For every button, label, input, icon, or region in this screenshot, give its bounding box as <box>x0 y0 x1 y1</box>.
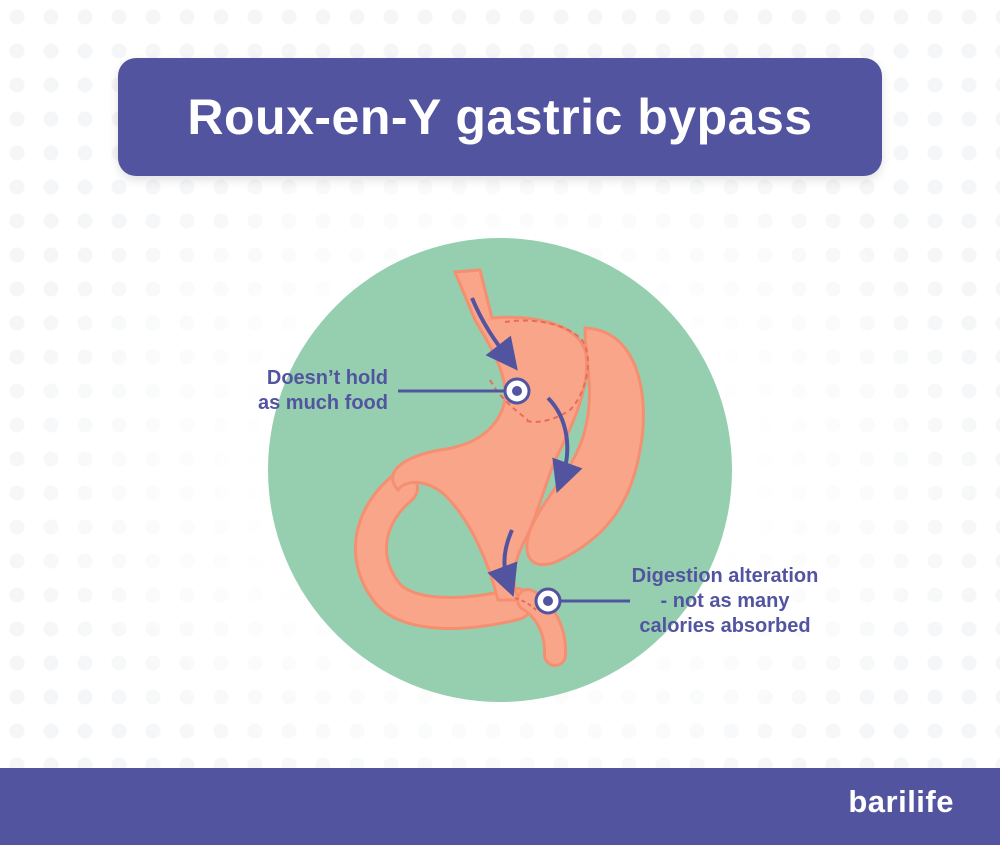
pouch-label-line-2: as much food <box>257 392 388 414</box>
footer-bar: barilife <box>0 768 1000 845</box>
stomach-diagram <box>268 238 732 702</box>
arrow-icon <box>470 297 518 371</box>
intestine-label: Digestion alteration - not as many calor… <box>600 564 850 639</box>
target-marker-icon <box>503 377 531 405</box>
pouch-outline-dashed <box>504 319 589 423</box>
title-banner: Roux-en-Y gastric bypass <box>118 58 882 176</box>
arrow-icon <box>487 529 518 597</box>
brand-logo: barilife <box>848 784 954 819</box>
intestine-label-line-1: Digestion alteration <box>631 565 819 587</box>
pouch-label: Doesn’t hold as much food <box>220 366 388 416</box>
pouch-label-line-1: Doesn’t hold <box>266 367 388 389</box>
arrow-icon <box>546 396 583 494</box>
intestine-label-line-3: calories absorbed <box>639 615 811 637</box>
remnant-stomach <box>525 326 645 567</box>
page-title: Roux-en-Y gastric bypass <box>187 89 813 145</box>
intestine-label-line-2: - not as many <box>660 590 790 612</box>
target-marker-icon <box>534 587 562 615</box>
